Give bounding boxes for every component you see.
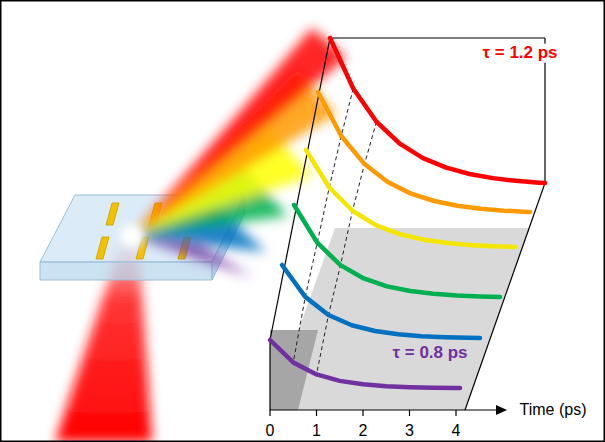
plot-floor [270,228,530,410]
axis-title: Time (ps) [518,401,589,419]
axis-arrowhead [496,405,507,415]
decay-curve [306,150,515,247]
lifetime-label: τ = 0.8 ps [390,344,469,363]
tick-label: 1 [310,422,323,440]
decay-curve [294,205,500,297]
tick-label: 2 [357,422,370,440]
decay-curves [270,38,545,388]
tick-label: 4 [450,422,463,440]
lifetime-label: τ = 1.2 ps [480,44,559,63]
focus-glow [120,224,144,248]
decay-curve [282,265,480,338]
tick-label: 3 [403,422,416,440]
axis-ticks [270,410,456,416]
decay-curve [318,92,530,212]
plot-frame [270,38,545,410]
tick-label: 0 [264,422,277,440]
